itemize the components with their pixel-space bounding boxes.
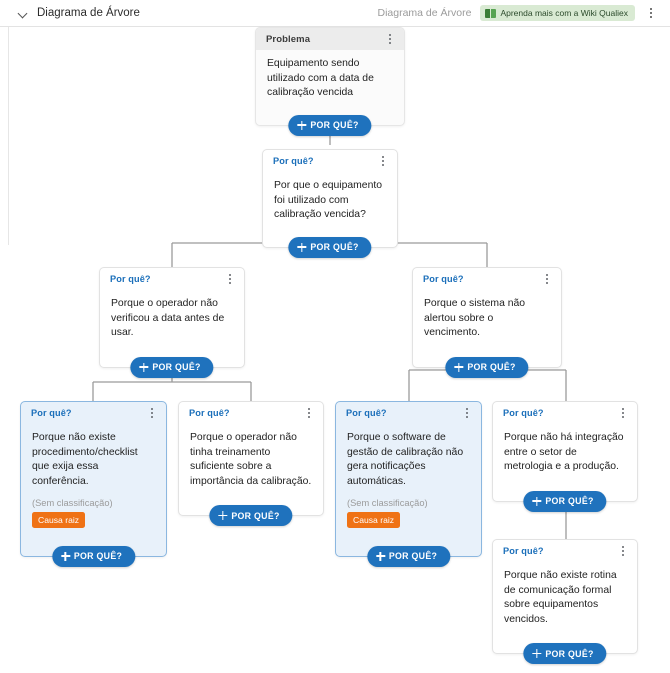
node-why-3a-add-why-button[interactable]: POR QUÊ? [51, 545, 136, 567]
node-why-3c-body: Porque o software de gestão de calibraçã… [336, 424, 481, 556]
node-why-2b-kebab-menu-icon[interactable] [540, 271, 554, 287]
node-problema[interactable]: Problema Equipamento sendo utilizado com… [255, 27, 405, 136]
node-why-3a-add-why-label: POR QUÊ? [73, 551, 123, 561]
node-why-1-add-why-label: POR QUÊ? [310, 242, 359, 252]
header-kebab-menu-icon[interactable] [644, 5, 658, 21]
node-why-3b-add-why-button[interactable]: POR QUÊ? [209, 505, 293, 526]
node-why-3a[interactable]: Por quê? Porque não existe procedimento/… [20, 401, 167, 567]
node-why-4a[interactable]: Por quê? Porque não existe rotina de com… [492, 539, 638, 664]
node-why-3d-header-label: Por quê? [503, 408, 544, 418]
node-why-3d-add-why-button[interactable]: POR QUÊ? [523, 490, 607, 512]
node-why-3c-classification: (Sem classificação) [347, 498, 428, 508]
node-problema-add-why-button[interactable]: POR QUÊ? [288, 114, 372, 136]
node-why-2a[interactable]: Por quê? Porque o operador não verificou… [99, 267, 245, 378]
node-why-3d[interactable]: Por quê? Porque não há integração entre … [492, 401, 638, 512]
node-why-2a-body: Porque o operador não verificou a data a… [100, 290, 244, 367]
node-why-4a-add-why-button[interactable]: POR QUÊ? [523, 643, 607, 664]
plus-icon [139, 362, 149, 372]
header-subtitle: Diagrama de Árvore [377, 7, 472, 19]
node-why-2b-add-why-label: POR QUÊ? [467, 362, 516, 372]
node-why-3c-header-label: Por quê? [346, 408, 387, 418]
node-why-4a-header-label: Por quê? [503, 546, 544, 556]
plus-icon [297, 120, 307, 130]
node-why-3b-kebab-menu-icon[interactable] [302, 405, 316, 421]
header-left-group: Diagrama de Árvore [0, 7, 140, 19]
node-why-3a-kebab-menu-icon[interactable] [145, 405, 159, 421]
node-why-4a-header: Por quê? [493, 540, 637, 562]
node-why-2a-add-why-button[interactable]: POR QUÊ? [130, 356, 214, 378]
node-why-3a-root-cause-badge: Causa raiz [32, 512, 86, 528]
page-title: Diagrama de Árvore [37, 7, 140, 19]
node-why-3b-header-label: Por quê? [189, 408, 230, 418]
node-problema-header: Problema [256, 28, 404, 50]
plus-icon [218, 511, 228, 520]
diagram-canvas[interactable]: Problema Equipamento sendo utilizado com… [0, 27, 670, 673]
plus-icon [297, 242, 307, 252]
node-why-2b-header-label: Por quê? [423, 274, 464, 284]
node-why-2a-add-why-label: POR QUÊ? [152, 362, 201, 372]
node-why-3c-header: Por quê? [336, 402, 481, 424]
node-why-1[interactable]: Por quê? Por que o equipamento foi utili… [262, 149, 398, 258]
node-why-2a-header-label: Por quê? [110, 274, 151, 284]
node-why-3c-text: Porque o software de gestão de calibraçã… [347, 432, 464, 487]
plus-icon [375, 551, 385, 561]
node-why-3c-kebab-menu-icon[interactable] [460, 405, 474, 421]
node-why-3d-add-why-label: POR QUÊ? [545, 496, 594, 506]
header-right-group: Diagrama de Árvore Aprenda mais com a Wi… [377, 5, 670, 21]
node-why-1-kebab-menu-icon[interactable] [376, 153, 390, 169]
plus-icon [454, 362, 464, 372]
node-why-3a-classification: (Sem classificação) [32, 498, 113, 508]
node-why-4a-kebab-menu-icon[interactable] [616, 543, 630, 559]
node-why-3a-header-label: Por quê? [31, 408, 72, 418]
node-why-3d-body: Porque não há integração entre o setor d… [493, 424, 637, 501]
node-why-3c-add-why-button[interactable]: POR QUÊ? [366, 545, 451, 567]
node-why-2b-text: Porque o sistema não alertou sobre o ven… [424, 298, 526, 338]
node-why-1-add-why-button[interactable]: POR QUÊ? [288, 236, 372, 258]
node-why-3a-header: Por quê? [21, 402, 166, 424]
node-problema-kebab-menu-icon[interactable] [383, 31, 397, 47]
node-problema-add-why-label: POR QUÊ? [310, 120, 359, 130]
node-why-4a-text: Porque não existe rotina de comunicação … [504, 570, 617, 625]
node-why-3b-add-why-label: POR QUÊ? [231, 510, 280, 521]
node-why-2b-body: Porque o sistema não alertou sobre o ven… [413, 290, 561, 367]
node-why-3b[interactable]: Por quê? Porque o operador não tinha tre… [178, 401, 324, 526]
node-why-3a-body: Porque não existe procedimento/checklist… [21, 424, 166, 556]
node-why-2b-header: Por quê? [413, 268, 561, 290]
node-why-2a-text: Porque o operador não verificou a data a… [111, 298, 225, 338]
node-why-3b-text: Porque o operador não tinha treinamento … [190, 432, 312, 487]
book-icon [485, 8, 496, 18]
page-header: Diagrama de Árvore Diagrama de Árvore Ap… [0, 0, 670, 27]
node-why-3b-header: Por quê? [179, 402, 323, 424]
node-why-3b-body: Porque o operador não tinha treinamento … [179, 424, 323, 515]
plus-icon [532, 496, 542, 506]
node-why-1-body: Por que o equipamento foi utilizado com … [263, 172, 397, 247]
chevron-down-icon[interactable] [18, 8, 29, 19]
node-why-3d-text: Porque não há integração entre o setor d… [504, 432, 624, 472]
node-why-3c-add-why-label: POR QUÊ? [388, 551, 438, 561]
node-why-2a-kebab-menu-icon[interactable] [223, 271, 237, 287]
node-why-1-header: Por quê? [263, 150, 397, 172]
node-why-2b[interactable]: Por quê? Porque o sistema não alertou so… [412, 267, 562, 378]
node-why-2a-header: Por quê? [100, 268, 244, 290]
node-why-1-text: Por que o equipamento foi utilizado com … [274, 180, 383, 220]
node-why-3a-text: Porque não existe procedimento/checklist… [32, 432, 138, 487]
node-why-2b-add-why-button[interactable]: POR QUÊ? [445, 356, 529, 378]
plus-icon [60, 551, 70, 561]
node-why-3d-header: Por quê? [493, 402, 637, 424]
node-problema-text: Equipamento sendo utilizado com a data d… [267, 58, 374, 98]
node-why-3c[interactable]: Por quê? Porque o software de gestão de … [335, 401, 482, 567]
node-why-4a-body: Porque não existe rotina de comunicação … [493, 562, 637, 653]
node-problema-header-label: Problema [266, 33, 311, 45]
node-why-1-header-label: Por quê? [273, 156, 314, 166]
node-why-4a-add-why-label: POR QUÊ? [545, 648, 594, 659]
wiki-badge-label: Aprenda mais com a Wiki Qualiex [500, 8, 628, 18]
node-why-3d-kebab-menu-icon[interactable] [616, 405, 630, 421]
node-problema-body: Equipamento sendo utilizado com a data d… [256, 50, 404, 125]
wiki-qualiex-link-badge[interactable]: Aprenda mais com a Wiki Qualiex [480, 5, 635, 21]
plus-icon [532, 649, 542, 658]
canvas-left-divider [8, 27, 9, 245]
node-why-3c-root-cause-badge: Causa raiz [347, 512, 401, 528]
